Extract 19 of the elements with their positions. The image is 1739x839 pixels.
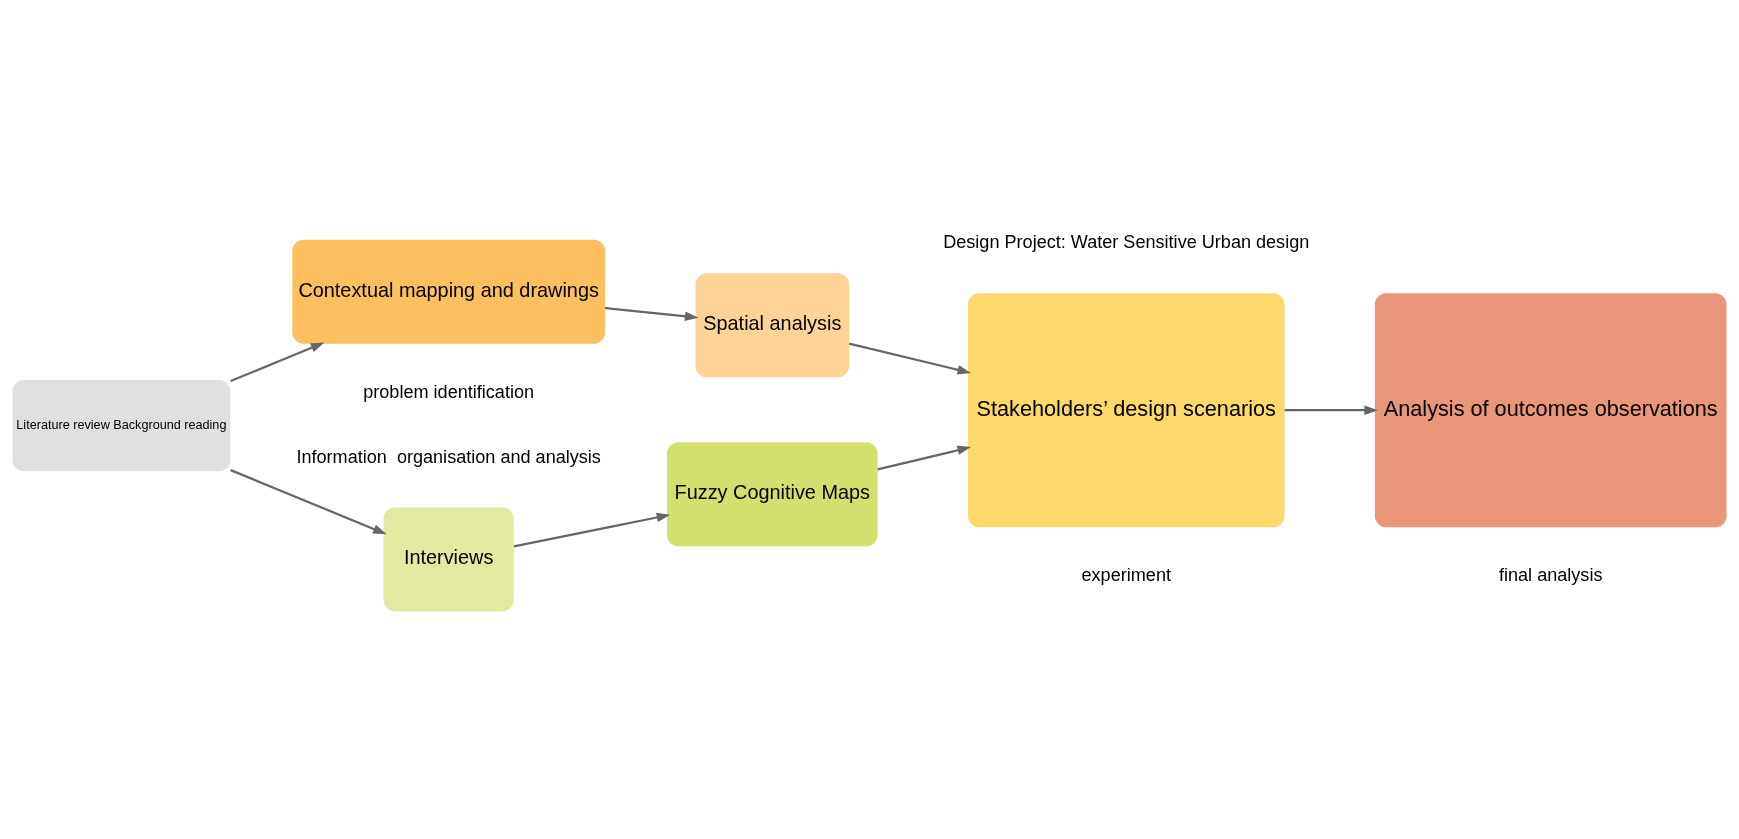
node-box: Analysis of outcomes observations [1374,293,1727,528]
arrow [848,342,972,375]
arrow [877,445,972,471]
arrow [230,342,325,383]
node-box: Contextual mapping and drawings [292,239,606,344]
label: problem identification [363,381,535,402]
node-box: Literature review Background reading [12,379,231,472]
arrow [513,512,671,548]
arrow [1284,405,1378,415]
node-label: Design Project: Water Sensitive Urban design [943,232,1310,253]
node-box: Stakeholders’ design scenarios [968,293,1285,528]
node-box: Spatial analysis [695,273,850,378]
label: experiment [1081,565,1171,586]
arrow [230,469,387,535]
label: Information organisation and analysis [296,446,601,467]
node-box: Fuzzy Cognitive Maps [667,442,878,547]
label: final analysis [1498,565,1603,586]
arrow [604,306,699,321]
node-box: Interviews [383,507,514,612]
